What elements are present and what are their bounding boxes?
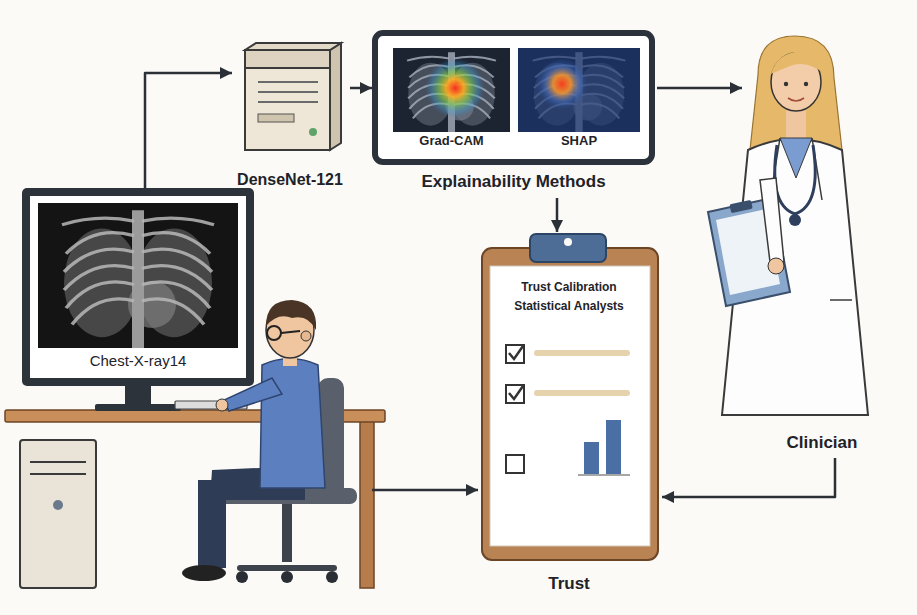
person-part [260, 359, 325, 489]
person-part [198, 480, 226, 568]
clipboard [482, 234, 658, 560]
node-label: Grad-CAM [393, 133, 510, 149]
clinician-figure: Clinician [742, 30, 905, 458]
clinician-part [771, 51, 822, 74]
monitor-part [22, 188, 254, 386]
person-part [267, 326, 281, 340]
server-part [309, 128, 317, 136]
node-label: Clinician [762, 432, 882, 453]
clinician-part [775, 145, 816, 214]
flow-arrow [662, 458, 835, 497]
server [245, 43, 341, 150]
node-label: Chest-X-ray14 [38, 352, 238, 371]
flow-arrow [372, 489, 478, 492]
clinician-part [768, 258, 784, 274]
clinician-part [780, 138, 812, 178]
person [182, 300, 357, 583]
monitor [22, 188, 254, 411]
person-part [182, 565, 226, 581]
node-label: Trust Calibration [489, 280, 649, 295]
explainability-panel-part [393, 48, 510, 132]
person-part [282, 504, 292, 562]
monitor-part [95, 404, 181, 411]
node-label: Explainability Methods [372, 171, 655, 192]
clinician-part [789, 214, 801, 226]
person-part [240, 565, 334, 571]
clipboard-part [506, 385, 524, 403]
node-text: Statistical Analysts [489, 299, 649, 314]
clipboard-part [534, 350, 630, 356]
monitor-part [125, 386, 151, 406]
clinician-part [786, 108, 806, 138]
workstation: Chest-X-ray14 [8, 188, 372, 598]
method-image: SHAP [518, 48, 642, 152]
clinician-part [830, 299, 852, 301]
explainability-panel-part [393, 48, 510, 132]
explainability-panel [375, 33, 652, 162]
person-part [224, 378, 282, 411]
flow-arrow [350, 87, 372, 90]
flow-arrow [556, 198, 559, 232]
clinician-part [784, 82, 788, 86]
clipboard-part [482, 248, 658, 560]
explainability-panel-part [375, 33, 652, 162]
clinician [708, 36, 868, 415]
person-part [301, 331, 311, 341]
node-label: DenseNet-121 [232, 170, 348, 190]
clipboard-part [606, 420, 621, 474]
clipboard-part [509, 386, 523, 399]
clinician-part [804, 82, 808, 86]
person-part [236, 571, 248, 583]
desk-part [360, 420, 374, 588]
clinician-part [760, 178, 784, 262]
explainability-panel-part [518, 48, 640, 132]
computer-tower-part [30, 473, 86, 475]
flow-arrow [145, 73, 232, 188]
monitor-part [38, 203, 238, 348]
server-part [258, 91, 318, 93]
clipboard-part [578, 474, 630, 476]
clipboard-part [490, 266, 650, 546]
method-image: Grad-CAM [393, 48, 512, 152]
explainability-panel-part [536, 58, 588, 110]
person-part [281, 571, 293, 583]
person-part [326, 571, 338, 583]
server-part [258, 114, 294, 122]
node-text: Trust [478, 573, 660, 594]
person-part [216, 399, 228, 411]
clipboard-part [506, 345, 524, 363]
server-part [330, 43, 341, 150]
server-part [245, 50, 330, 150]
clipboard-part [530, 234, 606, 262]
computer-tower [20, 440, 96, 588]
explainability-panel: Explainability Methods Grad-CAM SHAP [372, 30, 657, 198]
model-server: DenseNet-121 [232, 48, 350, 200]
monitor-part [30, 196, 246, 378]
server-part [258, 81, 318, 83]
clinician-part [729, 200, 752, 213]
person-part [281, 331, 300, 333]
clipboard-part [534, 390, 630, 396]
computer-tower-part [53, 500, 63, 510]
server-part [245, 50, 330, 68]
explainability-panel-part [425, 58, 485, 118]
clipboard-part [509, 346, 523, 359]
clinician-part [788, 98, 804, 101]
clipboard-part [564, 238, 572, 246]
trust-clipboard: Trust CalibrationStatistical AnalystsTru… [478, 232, 662, 600]
clipboard-part [584, 442, 599, 474]
computer-tower-part [20, 440, 96, 588]
flow-arrow [657, 87, 742, 90]
server-part [245, 43, 341, 50]
explainability-panel-part [518, 48, 640, 132]
computer-tower-part [30, 461, 86, 463]
clipboard-part [506, 455, 524, 473]
server-part [258, 101, 318, 103]
node-label: SHAP [518, 133, 640, 149]
